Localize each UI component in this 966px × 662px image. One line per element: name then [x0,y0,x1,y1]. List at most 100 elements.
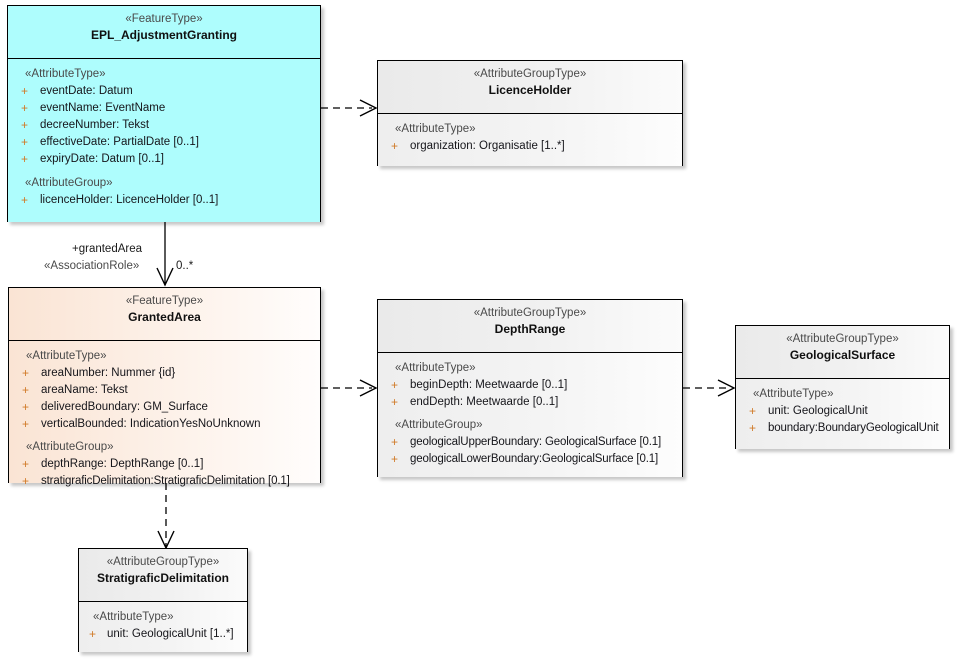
visibility-marker: + [391,378,399,392]
attribute-group-label: «AttributeGroup» [26,441,114,453]
attribute-group-label: «AttributeGroup» [25,177,113,189]
attribute-text: eventDate: Datum [40,85,133,97]
class-header-licence-holder: «AttributeGroupType» LicenceHolder [378,61,682,114]
class-title: GrantedArea [128,310,201,324]
visibility-marker: + [22,400,30,414]
attribute-row: + organization: Organisatie [1..*] [378,138,682,155]
attribute-text: deliveredBoundary: GM_Surface [41,401,208,413]
class-header-epl-adjustment-granting: «FeatureType» EPL_AdjustmentGranting [8,6,320,59]
class-attributes-geological-surface: «AttributeType» + unit: GeologicalUnit +… [736,379,949,449]
class-attributes-licence-holder: «AttributeType» + organization: Organisa… [378,114,682,166]
class-granted-area[interactable]: «FeatureType» GrantedArea «AttributeType… [8,287,321,488]
attribute-text: eventName: EventName [40,102,166,114]
attribute-row: + boundary:BoundaryGeologicalUnit [736,420,949,437]
attribute-text: endDepth: Meetwaarde [0..1] [410,396,559,408]
class-stereotype: «FeatureType» [125,295,204,307]
visibility-marker: + [22,474,29,488]
class-stereotype: «AttributeGroupType» [473,68,587,80]
attribute-text: beginDepth: Meetwaarde [0..1] [410,379,568,391]
attribute-group-label: «AttributeType» [395,123,476,135]
class-header-depth-range: «AttributeGroupType» DepthRange [378,300,682,353]
class-title: GeologicalSurface [789,348,896,362]
attribute-row: + stratigraficDelimitation:StratigraficD… [9,473,320,490]
association-stereotype: «AssociationRole» [44,260,140,272]
class-stereotype: «AttributeGroupType» [473,307,587,319]
attribute-text: expiryDate: Datum [0..1] [40,153,164,165]
attribute-text: boundary:BoundaryGeologicalUnit [768,422,939,434]
attribute-row: + areaName: Tekst [9,382,320,399]
class-attributes-stratigrafic-delimitation: «AttributeType» + unit: GeologicalUnit [… [79,602,247,652]
class-title: LicenceHolder [488,83,572,97]
dependency-geological-surface [683,379,736,397]
visibility-marker: + [22,383,30,397]
attribute-text: effectiveDate: PartialDate [0..1] [40,136,199,148]
attribute-group-label: «AttributeType» [753,388,834,400]
visibility-marker: + [391,452,398,466]
attribute-group-label: «AttributeType» [26,350,107,362]
association-granted-area [156,222,174,287]
visibility-marker: + [21,152,29,166]
class-title: EPL_AdjustmentGranting [90,28,237,42]
class-licence-holder[interactable]: «AttributeGroupType» LicenceHolder «Attr… [377,60,683,166]
attribute-row: + unit: GeologicalUnit [1..*] [79,626,247,643]
visibility-marker: + [21,118,29,132]
visibility-marker: + [391,435,398,449]
visibility-marker: + [391,395,399,409]
attribute-text: verticalBounded: IndicationYesNoUnknown [41,418,261,430]
visibility-marker: + [22,457,30,471]
class-stratigrafic-delimitation[interactable]: «AttributeGroupType» StratigraficDelimit… [78,548,248,652]
visibility-marker: + [21,135,29,149]
visibility-marker: + [21,101,29,115]
attribute-row: + eventName: EventName [8,100,320,117]
visibility-marker: + [21,193,29,207]
class-header-geological-surface: «AttributeGroupType» GeologicalSurface [736,326,949,379]
attribute-text: decreeNumber: Tekst [40,119,150,131]
attribute-row: + geologicalUpperBoundary: GeologicalSur… [378,434,682,451]
attribute-text: unit: GeologicalUnit [768,405,868,417]
attribute-row: + verticalBounded: IndicationYesNoUnknow… [9,416,320,433]
attribute-row: + geologicalLowerBoundary:GeologicalSurf… [378,451,682,468]
attribute-row: + beginDepth: Meetwaarde [0..1] [378,377,682,394]
attribute-row: + effectiveDate: PartialDate [0..1] [8,134,320,151]
attribute-row: + eventDate: Datum [8,83,320,100]
attribute-row: + depthRange: DepthRange [0..1] [9,456,320,473]
class-depth-range[interactable]: «AttributeGroupType» DepthRange «Attribu… [377,299,683,477]
class-header-granted-area: «FeatureType» GrantedArea [9,288,320,341]
attribute-row: + expiryDate: Datum [0..1] [8,151,320,168]
class-stereotype: «FeatureType» [125,13,203,25]
association-multiplicity: 0..* [176,260,194,272]
attribute-text: unit: GeologicalUnit [1..*] [107,628,234,640]
attribute-row: + deliveredBoundary: GM_Surface [9,399,320,416]
attribute-row: + decreeNumber: Tekst [8,117,320,134]
visibility-marker: + [89,627,97,641]
class-epl-adjustment-granting[interactable]: «FeatureType» EPL_AdjustmentGranting «At… [7,5,321,222]
association-role-name: +grantedArea [72,243,143,255]
attribute-row: + licenceHolder: LicenceHolder [0..1] [8,192,320,209]
visibility-marker: + [749,421,756,435]
visibility-marker: + [22,366,30,380]
visibility-marker: + [21,84,29,98]
attribute-text: stratigraficDelimitation:StratigraficDel… [41,475,290,487]
attribute-group-label: «AttributeType» [93,611,174,623]
dependency-licence-holder [321,99,378,117]
class-title: StratigraficDelimitation [96,571,230,585]
attribute-row: + areaNumber: Nummer {id} [9,365,320,382]
class-stereotype: «AttributeGroupType» [106,556,220,568]
attribute-text: licenceHolder: LicenceHolder [0..1] [40,194,219,206]
attribute-text: geologicalUpperBoundary: GeologicalSurfa… [410,436,662,448]
class-attributes-depth-range: «AttributeType» + beginDepth: Meetwaarde… [378,353,682,477]
attribute-group-label: «AttributeType» [25,68,106,80]
visibility-marker: + [22,417,30,431]
class-title: DepthRange [494,322,566,336]
attribute-group-label: «AttributeGroup» [395,419,483,431]
class-geological-surface[interactable]: «AttributeGroupType» GeologicalSurface «… [735,325,950,449]
class-attributes-epl-adjustment-granting: «AttributeType» + eventDate: Datum + eve… [8,59,320,222]
visibility-marker: + [749,404,757,418]
attribute-text: depthRange: DepthRange [0..1] [41,458,204,470]
attribute-row: + unit: GeologicalUnit [736,403,949,420]
attribute-group-label: «AttributeType» [395,362,476,374]
attribute-text: areaName: Tekst [41,384,128,396]
attribute-text: areaNumber: Nummer {id} [41,367,176,379]
attribute-text: geologicalLowerBoundary:GeologicalSurfac… [410,453,659,465]
